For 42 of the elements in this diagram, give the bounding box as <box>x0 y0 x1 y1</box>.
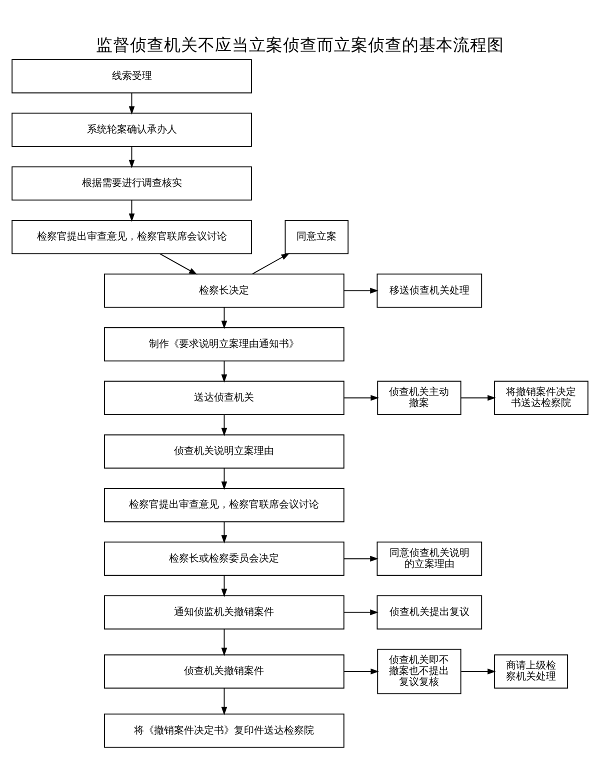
arrow <box>221 414 228 436</box>
arrow <box>344 609 378 616</box>
arrow <box>221 468 228 490</box>
arrow <box>344 556 378 562</box>
node-box: 移送侦查机关处理 <box>376 274 482 308</box>
arrow <box>221 575 228 598</box>
arrow <box>252 253 290 274</box>
node-box: 侦查机关撤销案件 <box>104 654 344 689</box>
arrow <box>460 668 496 674</box>
arrow <box>128 92 135 115</box>
arrow <box>128 146 135 168</box>
node-box: 侦查机关即不撤案也不提出复议复核 <box>377 648 462 694</box>
node-box: 同意立案 <box>284 220 349 254</box>
node-box: 侦查机关主动撤案 <box>377 380 462 415</box>
arrow <box>460 394 496 401</box>
arrow <box>344 288 378 294</box>
node-box: 侦查机关提出复议 <box>376 595 482 630</box>
node-box: 检察官提出审查意见，检察官联席会议讨论 <box>12 220 252 254</box>
node-box: 检察长或检察委员会决定 <box>104 542 344 576</box>
arrow <box>160 253 198 275</box>
node-box: 商请上级检察机关处理 <box>494 654 568 689</box>
arrow <box>344 668 380 674</box>
arrow <box>221 306 228 330</box>
node-box: 根据需要进行调查核实 <box>12 166 252 201</box>
arrow <box>344 394 380 401</box>
node-box: 系统轮案确认承办人 <box>12 112 252 147</box>
arrow <box>221 688 228 716</box>
node-box: 侦查机关说明立案理由 <box>104 434 344 469</box>
node-box: 将《撤销案件决定书》复印件送达检察院 <box>104 714 344 748</box>
node-box: 检察长决定 <box>104 274 344 308</box>
diagram-title: 监督侦查机关不应当立案侦查而立案侦查的基本流程图 <box>96 36 504 55</box>
arrow <box>221 521 228 544</box>
arrow <box>128 200 135 222</box>
node-box: 送达侦查机关 <box>104 380 344 415</box>
node-box: 将撤销案件决定书送达检察院 <box>494 380 588 415</box>
arrow <box>221 628 228 656</box>
node-box: 通知侦监机关撤销案件 <box>104 595 344 630</box>
node-box: 线索受理 <box>12 59 252 94</box>
node-box: 同意侦查机关说明的立案理由 <box>376 542 482 576</box>
node-box: 制作《要求说明立案理由通知书》 <box>104 327 344 362</box>
arrow <box>221 360 228 383</box>
node-box: 检察官提出审查意见，检察官联席会议讨论 <box>104 488 344 522</box>
